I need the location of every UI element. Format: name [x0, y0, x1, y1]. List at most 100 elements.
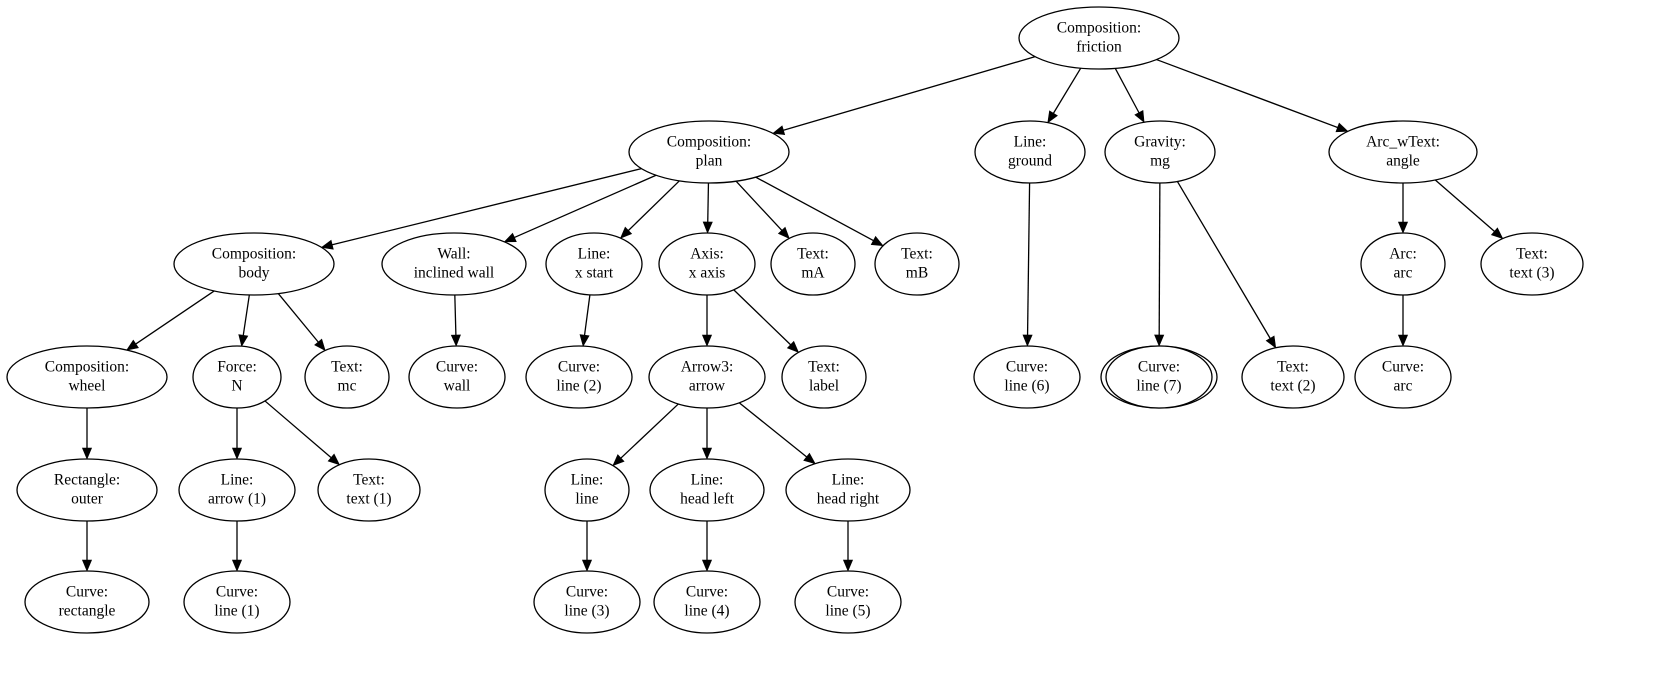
node-label-type-mB: Text:	[901, 246, 933, 263]
graph-node-friction[interactable]: Composition:friction	[1018, 6, 1180, 70]
node-ellipse-line5[interactable]	[794, 570, 902, 634]
graph-node-line-line[interactable]: Line:line	[544, 458, 630, 522]
node-label-name-arrow1: arrow (1)	[208, 491, 266, 508]
node-ellipse-line4[interactable]	[653, 570, 761, 634]
graph-node-line4[interactable]: Curve:line (4)	[653, 570, 761, 634]
arrowhead-icon	[701, 559, 713, 572]
graph-node-gravity[interactable]: Gravity:mg	[1104, 120, 1216, 184]
node-ellipse-curve-rect[interactable]	[24, 570, 150, 634]
graph-node-curve-rect[interactable]: Curve:rectangle	[24, 570, 150, 634]
node-label-type-text3: Text:	[1516, 246, 1548, 263]
graph-node-line7[interactable]: Curve:line (7)	[1105, 345, 1213, 409]
node-ellipse-line7[interactable]	[1105, 345, 1213, 409]
graph-node-mc[interactable]: Text:mc	[304, 345, 390, 409]
node-ellipse-body[interactable]	[173, 232, 335, 296]
graph-node-ground[interactable]: Line:ground	[974, 120, 1086, 184]
node-ellipse-x-axis[interactable]	[658, 232, 756, 296]
node-label-type-line5: Curve:	[827, 584, 869, 601]
graph-node-mA[interactable]: Text:mA	[770, 232, 856, 296]
node-label-name-text3: text (3)	[1509, 265, 1554, 282]
graph-node-forceN[interactable]: Force:N	[192, 345, 282, 409]
node-ellipse-arc-curve[interactable]	[1354, 345, 1452, 409]
node-ellipse-line1[interactable]	[183, 570, 291, 634]
graph-node-arrow1[interactable]: Line:arrow (1)	[178, 458, 296, 522]
node-ellipse-line6[interactable]	[973, 345, 1081, 409]
node-ellipse-gravity[interactable]	[1104, 120, 1216, 184]
node-ellipse-line2[interactable]	[525, 345, 633, 409]
node-ellipse-plan[interactable]	[628, 120, 790, 184]
node-ellipse-text3[interactable]	[1480, 232, 1584, 296]
node-ellipse-head-left[interactable]	[649, 458, 765, 522]
graph-node-arc-curve[interactable]: Curve:arc	[1354, 345, 1452, 409]
graph-node-label[interactable]: Text:label	[781, 345, 867, 409]
graph-node-inclined-wall[interactable]: Wall:inclined wall	[381, 232, 527, 296]
graph-node-text1[interactable]: Text:text (1)	[317, 458, 421, 522]
graph-node-line6[interactable]: Curve:line (6)	[973, 345, 1081, 409]
graph-node-wheel[interactable]: Composition:wheel	[6, 345, 168, 409]
arrowhead-icon	[772, 125, 786, 136]
node-label-type-x-start: Line:	[578, 246, 611, 263]
node-ellipse-forceN[interactable]	[192, 345, 282, 409]
node-label-name-body: body	[239, 265, 270, 282]
node-ellipse-arrow1[interactable]	[178, 458, 296, 522]
graph-node-arrow3[interactable]: Arrow3:arrow	[648, 345, 766, 409]
node-ellipse-arrow3[interactable]	[648, 345, 766, 409]
node-label-type-angle: Arc_wText:	[1366, 134, 1440, 151]
edge-plan-to-body	[332, 167, 642, 246]
graph-node-angle[interactable]: Arc_wText:angle	[1328, 120, 1478, 184]
graph-node-line5[interactable]: Curve:line (5)	[794, 570, 902, 634]
graph-node-mB[interactable]: Text:mB	[874, 232, 960, 296]
arrowhead-icon	[1335, 122, 1349, 133]
graph-node-arc[interactable]: Arc:arc	[1360, 232, 1446, 296]
node-ellipse-mA[interactable]	[770, 232, 856, 296]
node-ellipse-rect-outer[interactable]	[16, 458, 158, 522]
graph-node-plan[interactable]: Composition:plan	[628, 120, 790, 184]
arrowhead-icon	[842, 559, 854, 572]
arrowhead-icon	[314, 338, 326, 352]
node-label-name-text1: text (1)	[346, 491, 391, 508]
node-ellipse-line3[interactable]	[533, 570, 641, 634]
node-ellipse-text1[interactable]	[317, 458, 421, 522]
node-label-name-line-line: line	[575, 491, 598, 508]
node-ellipse-text2[interactable]	[1241, 345, 1345, 409]
node-ellipse-wheel[interactable]	[6, 345, 168, 409]
node-ellipse-arc[interactable]	[1360, 232, 1446, 296]
graph-node-text3[interactable]: Text: text (3)	[1480, 232, 1584, 296]
edge-inclined-wall-to-wall-curve	[454, 294, 457, 336]
node-ellipse-x-start[interactable]	[545, 232, 643, 296]
node-label-name-inclined-wall: inclined wall	[414, 265, 495, 282]
graph-node-line1[interactable]: Curve:line (1)	[183, 570, 291, 634]
graph-node-head-left[interactable]: Line:head left	[649, 458, 765, 522]
node-ellipse-mB[interactable]	[874, 232, 960, 296]
node-ellipse-label[interactable]	[781, 345, 867, 409]
graph-node-body[interactable]: Composition:body	[173, 232, 335, 296]
node-ellipse-inclined-wall[interactable]	[381, 232, 527, 296]
node-ellipse-friction[interactable]	[1018, 6, 1180, 70]
node-ellipse-ground[interactable]	[974, 120, 1086, 184]
node-label-name-gravity: mg	[1150, 153, 1170, 170]
graph-node-line3[interactable]: Curve:line (3)	[533, 570, 641, 634]
graph-node-line2[interactable]: Curve:line (2)	[525, 345, 633, 409]
node-ellipse-line-line[interactable]	[544, 458, 630, 522]
node-ellipse-mc[interactable]	[304, 345, 390, 409]
arrowhead-icon	[81, 447, 93, 460]
node-label-name-plan: plan	[696, 153, 723, 170]
graph-node-rect-outer[interactable]: Rectangle:outer	[16, 458, 158, 522]
arrowhead-icon	[327, 453, 341, 466]
graph-node-text2[interactable]: Text:text (2)	[1241, 345, 1345, 409]
arrowhead-icon	[701, 447, 713, 460]
node-ellipse-head-right[interactable]	[785, 458, 911, 522]
graph-node-x-axis[interactable]: Axis:x axis	[658, 232, 756, 296]
arrowhead-icon	[1265, 335, 1277, 349]
arrowhead-icon	[1397, 334, 1409, 347]
graph-node-head-right[interactable]: Line:head right	[785, 458, 911, 522]
node-ellipse-wall-curve[interactable]	[408, 345, 506, 409]
arrowhead-icon	[1154, 334, 1165, 347]
node-ellipse-angle[interactable]	[1328, 120, 1478, 184]
node-label-type-forceN: Force:	[217, 359, 257, 376]
graph-node-wall-curve[interactable]: Curve:wall	[408, 345, 506, 409]
node-label-type-curve-rect: Curve:	[66, 584, 108, 601]
edge-gravity-to-text2	[1176, 181, 1271, 339]
node-label-type-mc: Text:	[331, 359, 363, 376]
graph-node-x-start[interactable]: Line:x start	[545, 232, 643, 296]
